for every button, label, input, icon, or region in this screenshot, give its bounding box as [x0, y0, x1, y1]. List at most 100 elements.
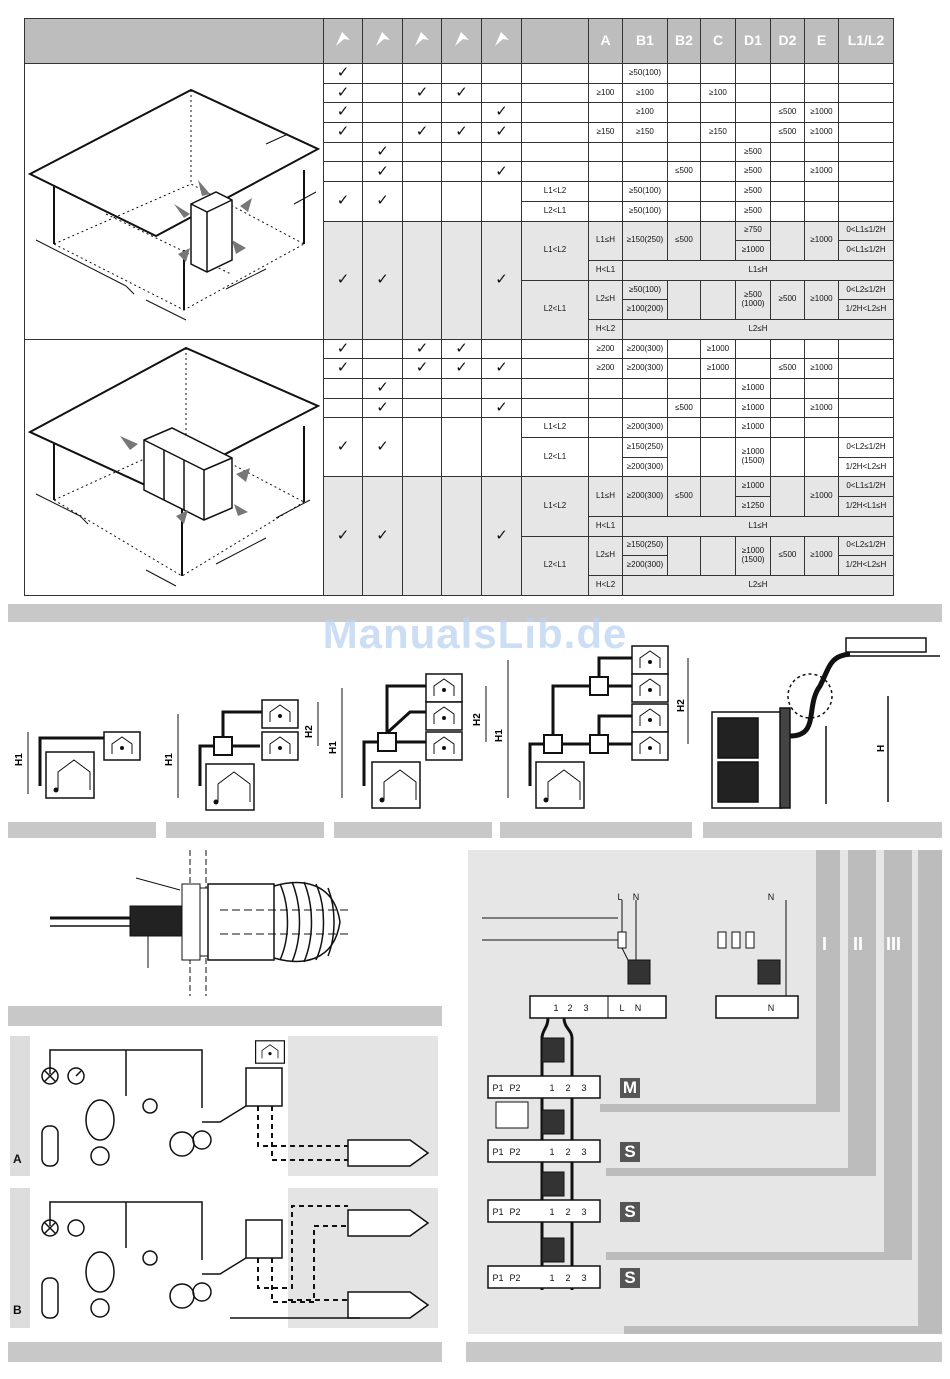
table-cell: ≥1000	[804, 161, 839, 183]
table-cell	[838, 378, 894, 399]
table-cell: ✓	[402, 338, 442, 360]
table-row: ✓✓≤500≥500≥1000	[25, 161, 894, 183]
table-cell: ≥100	[700, 82, 736, 104]
svg-text:1: 1	[549, 1083, 554, 1093]
table-cell: ≥150(250)	[622, 220, 668, 261]
table-cell	[770, 82, 805, 104]
table-cell	[804, 63, 839, 84]
table-cell	[700, 535, 736, 576]
table-cell: ≥1000	[735, 378, 771, 399]
column-header: B2	[667, 18, 701, 64]
table-cell	[700, 437, 736, 478]
table-cell: L1≤H	[622, 515, 894, 537]
section-bar-heights	[8, 604, 942, 622]
table-cell: ≥50(100)	[622, 279, 668, 301]
table-cell: ≤500	[770, 535, 805, 576]
table-cell: ✓	[362, 141, 403, 163]
table-cell: 0<L2≤1/2H	[838, 279, 894, 301]
table-cell: ≤500	[667, 397, 701, 419]
table-cell: ≥500	[770, 279, 805, 320]
table-cell	[770, 200, 805, 222]
table-cell	[700, 181, 736, 202]
table-cell	[588, 437, 623, 478]
pressure-test-diagram-b	[41, 1201, 430, 1319]
table-cell	[402, 378, 442, 399]
svg-text:P1: P1	[492, 1147, 503, 1157]
table-cell	[323, 378, 363, 399]
caption-bar-wiring	[466, 1342, 942, 1362]
table-cell	[521, 102, 589, 124]
svg-text:P2: P2	[509, 1273, 520, 1283]
table-cell	[441, 102, 482, 124]
table-cell	[362, 82, 403, 104]
table-cell: ✓	[362, 181, 403, 222]
svg-text:3: 3	[581, 1273, 586, 1283]
table-row: ✓≥1000	[25, 378, 894, 399]
airflow-direction-icon	[336, 32, 350, 47]
table-cell: ≥200(300)	[622, 417, 668, 439]
table-cell	[622, 378, 668, 399]
table-cell	[521, 358, 589, 379]
table-cell: ≥100	[622, 102, 668, 124]
column-header: C	[700, 18, 736, 64]
table-cell: ✓	[481, 220, 522, 340]
table-row: ≥100(200)1/2H<L2≤H	[25, 299, 894, 320]
table-cell: ≥1000	[804, 102, 839, 124]
table-cell: ≥200(300)	[622, 338, 668, 360]
table-cell: ≥50(100)	[622, 63, 668, 84]
table-cell	[323, 18, 363, 64]
panel-a-label-strip	[10, 1036, 30, 1176]
h1-label-2: H1	[164, 753, 175, 766]
table-cell: ≥1000	[700, 358, 736, 379]
table-cell: ≥1000 (1500)	[735, 437, 771, 478]
table-cell: L1<L2	[521, 181, 589, 202]
table-cell	[481, 63, 522, 84]
table-cell	[402, 397, 442, 419]
table-cell: ≥750	[735, 220, 771, 242]
slave-unit-tag-1: S	[620, 1142, 640, 1162]
table-cell: ✓	[323, 181, 363, 222]
h-label: H	[876, 745, 887, 752]
table-cell: ✓	[402, 122, 442, 143]
table-cell	[667, 82, 701, 104]
table-cell	[804, 437, 839, 478]
height-difference-diagrams: H1 H1 H2 H1 H2 H1 H2	[14, 637, 940, 811]
band-i	[816, 850, 840, 1112]
table-cell	[362, 63, 403, 84]
table-cell: ✓	[323, 82, 363, 104]
table-cell: ✓	[323, 63, 363, 84]
table-cell	[667, 141, 701, 163]
table-cell: L2≤H	[588, 535, 623, 576]
table-cell	[481, 417, 522, 478]
table-cell: ≥200(300)	[622, 476, 668, 517]
table-cell: ≥1000	[735, 476, 771, 498]
table-cell: ≤500	[667, 220, 701, 261]
table-cell: ✓	[402, 82, 442, 104]
table-cell: ≥200(300)	[622, 555, 668, 576]
table-cell: L1<L2	[521, 476, 589, 537]
column-header: D1	[735, 18, 771, 64]
table-cell: ≥200	[588, 338, 623, 360]
pipe-insulation-drawing	[50, 850, 350, 996]
table-cell: ✓	[481, 476, 522, 596]
h2-label-4: H2	[676, 699, 687, 712]
table-cell: ≤500	[667, 161, 701, 183]
table-cell	[481, 338, 522, 360]
table-cell	[838, 141, 894, 163]
table-cell	[838, 358, 894, 379]
table-cell: ✓	[323, 417, 363, 478]
roman-iii: III	[886, 934, 902, 954]
table-cell	[441, 141, 482, 163]
table-cell	[362, 358, 403, 379]
table-cell: ≥150(250)	[622, 535, 668, 557]
h2-label-3: H2	[472, 713, 483, 726]
table-cell: ≥50(100)	[622, 200, 668, 222]
table-cell	[441, 220, 482, 340]
table-cell	[838, 63, 894, 84]
